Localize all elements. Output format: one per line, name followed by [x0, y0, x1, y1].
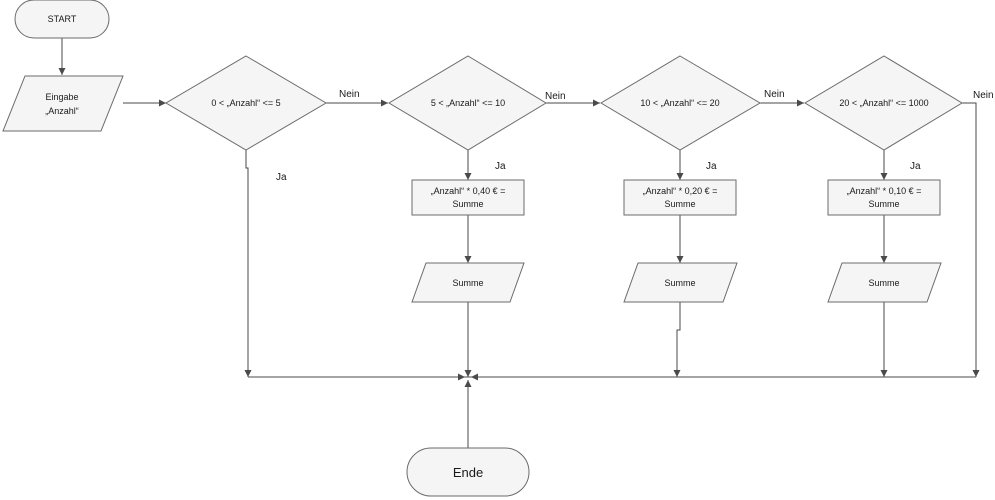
decision-1-label: 0 < „Anzahl“ <= 5 — [211, 98, 280, 108]
calc-box-2-line2: Summe — [664, 199, 695, 209]
output-2: Summe — [623, 262, 738, 303]
calc-box-3-line1: „Anzahl“ * 0,10 € = — [847, 186, 922, 196]
edge-label-yes-2: Ja — [495, 161, 506, 172]
start-node: START — [14, 0, 110, 39]
calc-box-2: „Anzahl“ * 0,20 € = Summe — [623, 179, 737, 216]
edge-label-no-3: Nein — [764, 89, 785, 100]
output-3: Summe — [827, 262, 942, 303]
edge-label-no-4: Nein — [973, 90, 994, 101]
calc-box-3: „Anzahl“ * 0,10 € = Summe — [827, 179, 941, 216]
calc-box-1-line1: „Anzahl“ * 0,40 € = — [431, 186, 506, 196]
output-1-label: Summe — [452, 278, 483, 288]
calc-box-1: „Anzahl“ * 0,40 € = Summe — [411, 179, 525, 216]
end-node: Ende — [406, 447, 530, 497]
edge-label-no-2: Nein — [545, 91, 566, 102]
calc-box-2-line1: „Anzahl“ * 0,20 € = — [643, 186, 718, 196]
calc-box-3-line2: Summe — [868, 199, 899, 209]
edge-label-yes-3: Ja — [706, 161, 717, 172]
line-cond1-yes — [244, 150, 252, 377]
arrow-cond4-no — [962, 102, 980, 377]
output-2-label: Summe — [664, 278, 695, 288]
decision-3-label: 10 < „Anzahl“ <= 20 — [640, 98, 719, 108]
calc-box-1-line2: Summe — [452, 199, 483, 209]
decision-3: 10 < „Anzahl“ <= 20 — [600, 55, 761, 151]
edge-label-yes-1: Ja — [276, 172, 287, 183]
output-3-label: Summe — [868, 278, 899, 288]
output-1: Summe — [411, 262, 525, 303]
input-label-line2: „Anzahl“ — [45, 106, 79, 116]
start-label: START — [48, 14, 77, 24]
decision-2: 5 < „Anzahl“ <= 10 — [388, 55, 547, 151]
input-label-line1: Eingabe — [45, 92, 78, 102]
decision-2-label: 5 < „Anzahl“ <= 10 — [431, 98, 505, 108]
decision-1: 0 < „Anzahl“ <= 5 — [165, 55, 327, 151]
arrow-out2-down — [673, 302, 681, 377]
edge-label-no-1: Nein — [339, 89, 360, 100]
input-node: Eingabe „Anzahl“ — [2, 75, 124, 132]
edge-label-yes-4: Ja — [910, 161, 921, 172]
decision-4: 20 < „Anzahl“ <= 1000 — [804, 55, 963, 151]
end-label: Ende — [453, 465, 483, 480]
connectors — [58, 38, 980, 448]
decision-4-label: 20 < „Anzahl“ <= 1000 — [839, 98, 928, 108]
